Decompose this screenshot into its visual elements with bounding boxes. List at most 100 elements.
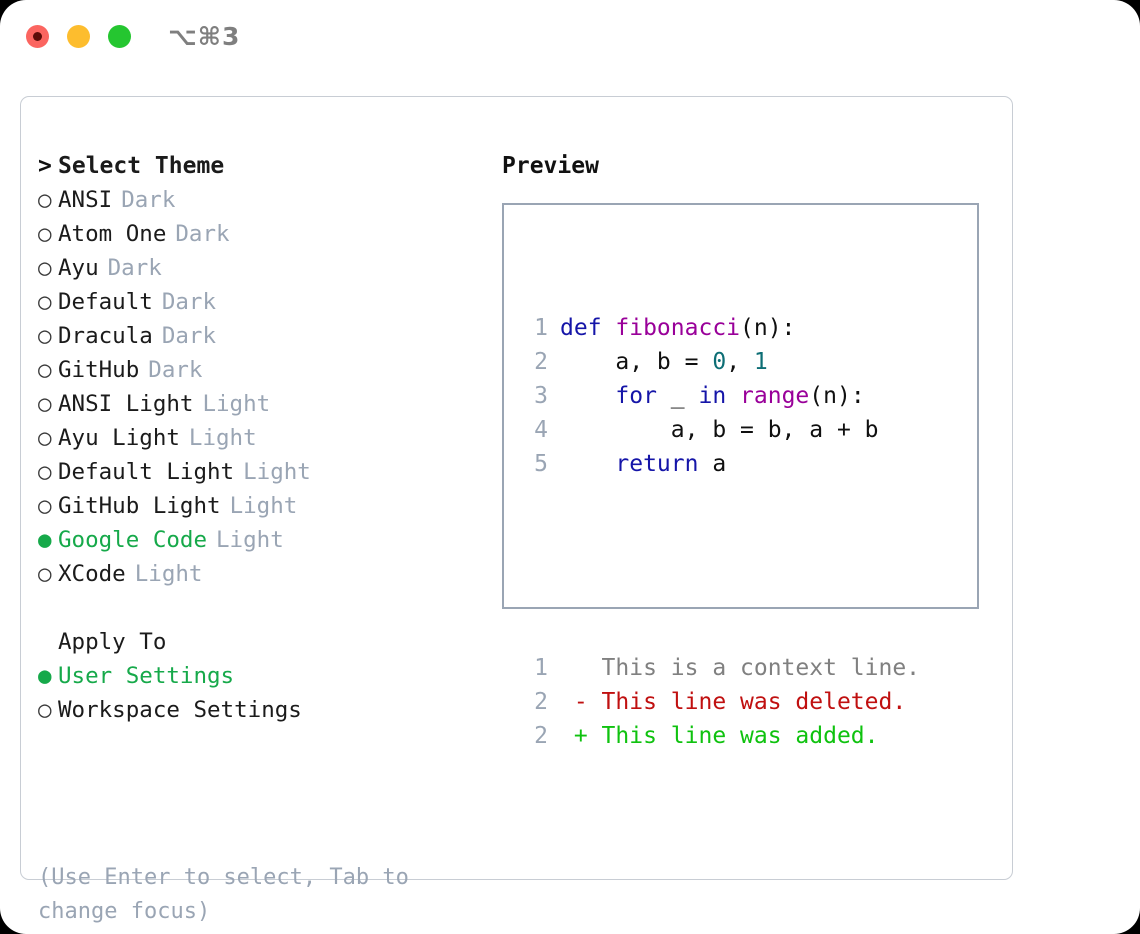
title-bar: ⌥⌘3 (0, 0, 1140, 78)
window-controls (26, 25, 131, 48)
theme-variant-badge: Dark (121, 187, 176, 213)
theme-option-label: ANSI (58, 187, 113, 213)
radio-unselected-icon: ○ (38, 391, 52, 417)
code-token: def (560, 315, 616, 341)
theme-option-label: ANSI Light (58, 391, 194, 417)
theme-variant-badge: Light (243, 459, 311, 485)
theme-variant-badge: Dark (175, 221, 230, 247)
minimize-button[interactable] (67, 25, 90, 48)
radio-unselected-icon: ○ (38, 187, 52, 213)
list-spacer (38, 591, 478, 625)
theme-option-label: GitHub Light (58, 493, 221, 519)
diff-block: 1 This is a context line.2 - This line w… (522, 651, 920, 753)
radio-selected-icon: ● (38, 663, 52, 689)
radio-unselected-icon: ○ (38, 459, 52, 485)
keyboard-shortcut-label: ⌥⌘3 (168, 22, 241, 51)
code-token: in (698, 383, 727, 409)
theme-option-label: XCode (58, 561, 126, 587)
theme-option-ansi[interactable]: ○ANSI Dark (38, 183, 478, 217)
line-number: 4 (534, 417, 548, 443)
radio-unselected-icon: ○ (38, 425, 52, 451)
code-line: 2 a, b = 0, 1 (522, 345, 920, 379)
code-token: a, b = (560, 349, 713, 375)
radio-unselected-icon: ○ (38, 697, 52, 723)
diff-line-text: - This line was deleted. (560, 689, 907, 715)
diff-line-text: + This line was added. (560, 723, 879, 749)
theme-option-label: Ayu (58, 255, 99, 281)
theme-option-default-light[interactable]: ○Default Light Light (38, 455, 478, 489)
theme-variant-badge: Dark (161, 289, 217, 315)
close-button[interactable] (26, 25, 49, 48)
theme-variant-badge: Light (202, 391, 271, 417)
theme-option-label: Dracula (58, 323, 153, 349)
line-number: 2 (534, 689, 548, 715)
code-token: (n): (809, 383, 865, 409)
apply-to-heading-indent: ○ (38, 625, 58, 659)
code-token: 0 (712, 349, 727, 375)
apply-to-option-workspace-settings[interactable]: ○Workspace Settings (38, 693, 478, 727)
code-line: 3 for _ in range(n): (522, 379, 920, 413)
code-token: a, b = b, a + b (560, 417, 879, 443)
code-token: for (615, 383, 657, 409)
apply-to-heading-label: Apply To (58, 629, 167, 655)
apply-to-option-label: Workspace Settings (58, 697, 302, 723)
theme-option-label: Google Code (58, 527, 208, 553)
line-number: 3 (534, 383, 548, 409)
select-theme-prompt: >Select Theme (38, 149, 478, 183)
theme-variant-badge: Light (216, 527, 284, 553)
line-number: 2 (534, 349, 548, 375)
theme-option-label: Default (58, 289, 153, 315)
radio-unselected-icon: ○ (38, 255, 52, 281)
code-diff-separator (522, 549, 920, 583)
preview-title: Preview (502, 153, 599, 179)
radio-unselected-icon: ○ (38, 561, 52, 587)
theme-option-atom-one[interactable]: ○Atom One Dark (38, 217, 478, 251)
code-token: fibonacci (615, 315, 741, 341)
radio-unselected-icon: ○ (38, 493, 52, 519)
apply-to-option-label: User Settings (58, 663, 235, 689)
theme-option-label: Ayu Light (58, 425, 180, 451)
theme-option-ayu[interactable]: ○Ayu Dark (38, 251, 478, 285)
code-token: range (740, 383, 810, 409)
theme-variant-badge: Dark (107, 255, 162, 281)
theme-option-github-light[interactable]: ○GitHub Light Light (38, 489, 478, 523)
radio-unselected-icon: ○ (38, 221, 52, 247)
apply-to-option-user-settings[interactable]: ●User Settings (38, 659, 478, 693)
apply-to-option-list: ●User Settings○Workspace Settings (38, 659, 478, 727)
radio-unselected-icon: ○ (38, 289, 52, 315)
diff-line-del: 2 - This line was deleted. (522, 685, 920, 719)
theme-variant-badge: Light (229, 493, 298, 519)
code-token: 1 (753, 349, 768, 375)
code-token (726, 383, 740, 409)
code-token: return (615, 451, 699, 477)
diff-line-add: 2 + This line was added. (522, 719, 920, 753)
theme-option-label: Atom One (58, 221, 167, 247)
radio-unselected-icon: ○ (38, 357, 52, 383)
code-token: , (726, 349, 754, 375)
code-token (560, 451, 615, 477)
preview-column: Preview (502, 149, 599, 183)
theme-option-default[interactable]: ○Default Dark (38, 285, 478, 319)
code-line: 5 return a (522, 447, 920, 481)
line-number: 2 (534, 723, 548, 749)
theme-option-label: Default Light (58, 459, 235, 485)
diff-line-text: This is a context line. (560, 655, 921, 681)
theme-option-ansi-light[interactable]: ○ANSI Light Light (38, 387, 478, 421)
theme-variant-badge: Dark (148, 357, 203, 383)
code-token: a (698, 451, 727, 477)
code-token: (n): (740, 315, 796, 341)
maximize-button[interactable] (108, 25, 131, 48)
